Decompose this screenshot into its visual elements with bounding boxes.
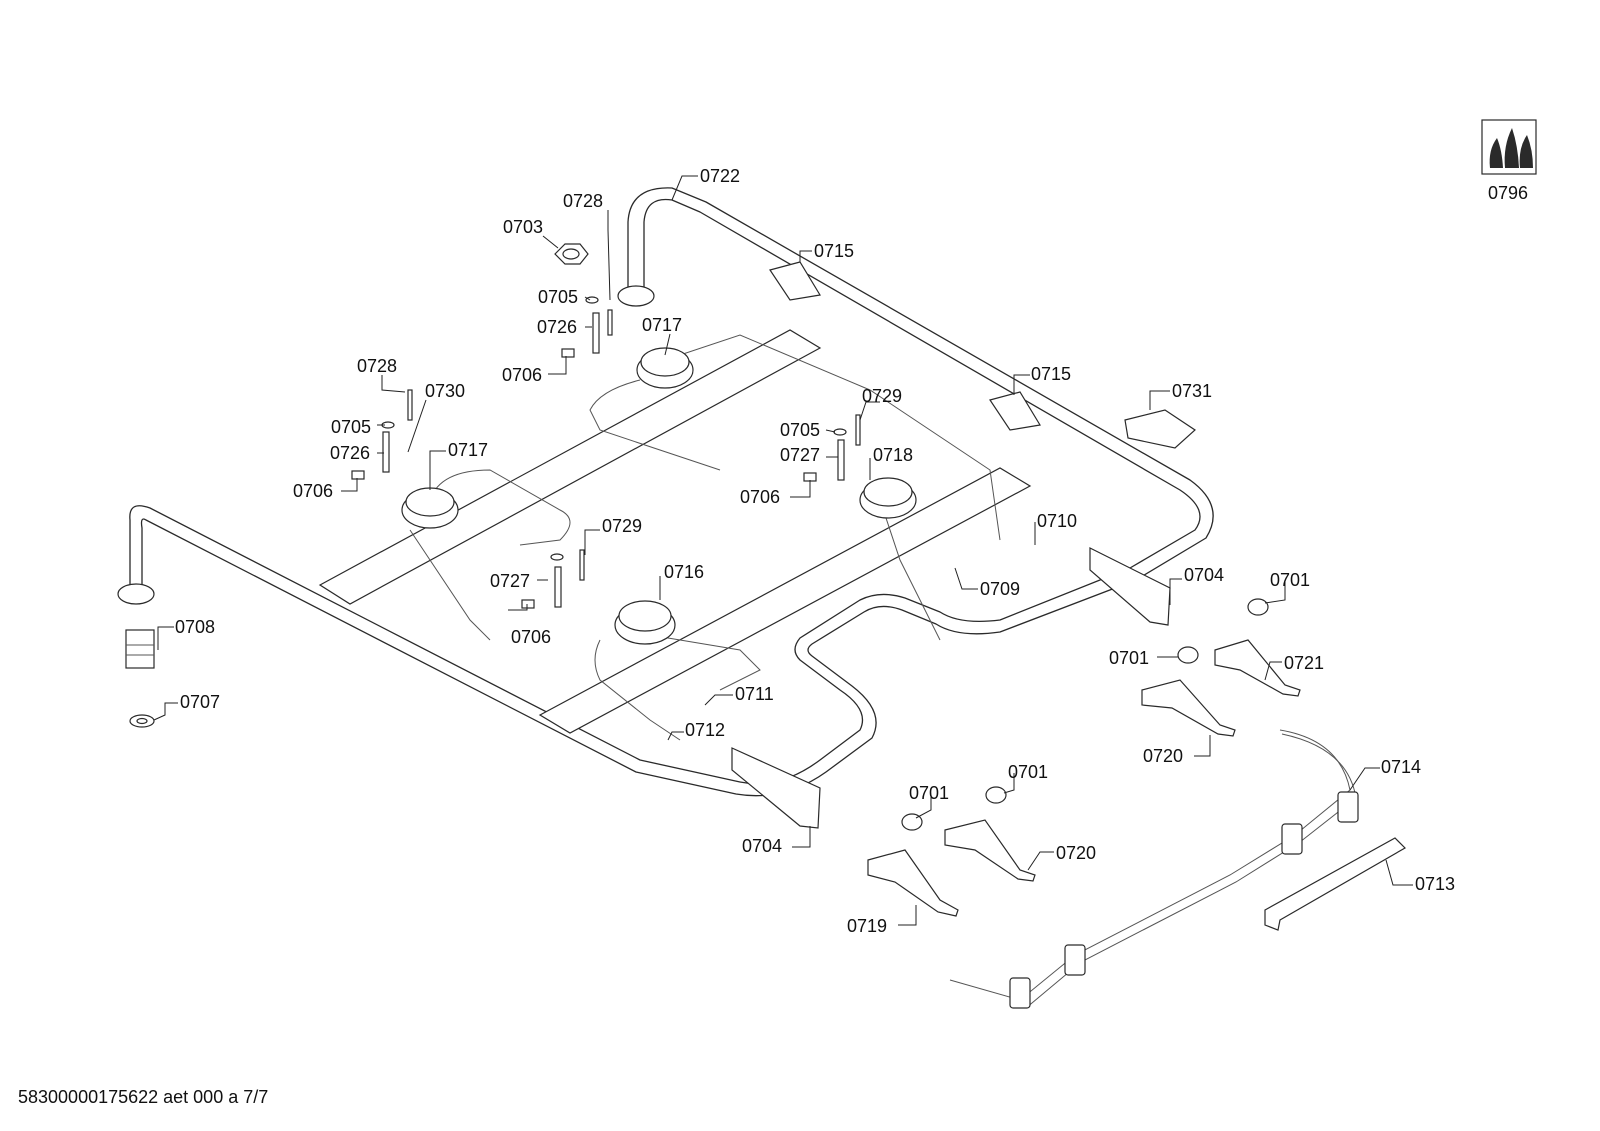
callout-0718: 0718 xyxy=(873,445,913,465)
callout-0729: 0729 xyxy=(862,386,902,406)
gas-icon-label: 0796 xyxy=(1488,183,1528,203)
callout-0726: 0726 xyxy=(330,443,370,463)
rail-strip-0713 xyxy=(1264,837,1406,931)
burner-cup-0718 xyxy=(859,477,917,519)
callout-0710: 0710 xyxy=(1037,511,1077,531)
callout-0708: 0708 xyxy=(175,617,215,637)
callout-0701: 0701 xyxy=(1270,570,1310,590)
callout-0701: 0701 xyxy=(1109,648,1149,668)
callout-0716: 0716 xyxy=(664,562,704,582)
callout-0717: 0717 xyxy=(448,440,488,460)
callout-0728: 0728 xyxy=(357,356,397,376)
callout-0715: 0715 xyxy=(814,241,854,261)
washers-0705 xyxy=(381,296,847,561)
callout-0720: 0720 xyxy=(1056,843,1096,863)
nut-0703 xyxy=(554,243,589,265)
callout-0720: 0720 xyxy=(1143,746,1183,766)
ignition-electrodes xyxy=(382,309,861,608)
ignition-harness-0714 xyxy=(949,729,1359,1009)
callout-0721: 0721 xyxy=(1284,653,1324,673)
clips-0706 xyxy=(351,348,817,609)
callout-0706: 0706 xyxy=(740,487,780,507)
callout-0727: 0727 xyxy=(490,571,530,591)
callout-0704: 0704 xyxy=(1184,565,1224,585)
callout-0719: 0719 xyxy=(847,916,887,936)
document-code: 58300000175622 aet 000 a 7/7 xyxy=(18,1087,269,1107)
callout-0727: 0727 xyxy=(780,445,820,465)
callout-0707: 0707 xyxy=(180,692,220,712)
burner-cup-0716 xyxy=(614,600,676,645)
callout-labels: 0722 0728 0703 0715 0705 0726 0717 0706 … xyxy=(175,166,1455,936)
connector-0731 xyxy=(1124,409,1196,449)
callout-0705: 0705 xyxy=(331,417,371,437)
thermocouple-wires xyxy=(409,334,1001,741)
fitting-0708 xyxy=(125,629,155,669)
callout-0722: 0722 xyxy=(700,166,740,186)
callout-0730: 0730 xyxy=(425,381,465,401)
callout-0731: 0731 xyxy=(1172,381,1212,401)
gas-pipe-0722 xyxy=(117,187,1214,797)
callout-0705: 0705 xyxy=(538,287,578,307)
callout-0714: 0714 xyxy=(1381,757,1421,777)
callout-0709: 0709 xyxy=(980,579,1020,599)
callout-0706: 0706 xyxy=(502,365,542,385)
valve-knobs-0701 xyxy=(901,598,1269,831)
callout-0729: 0729 xyxy=(602,516,642,536)
gasket-0707 xyxy=(129,714,155,728)
callout-0713: 0713 xyxy=(1415,874,1455,894)
callout-0711: 0711 xyxy=(735,684,774,704)
callout-0728: 0728 xyxy=(563,191,603,211)
callout-0701: 0701 xyxy=(1008,762,1048,782)
callout-0717: 0717 xyxy=(642,315,682,335)
callout-0704: 0704 xyxy=(742,836,782,856)
callout-0705: 0705 xyxy=(780,420,820,440)
gas-valves xyxy=(867,639,1301,917)
callout-0706: 0706 xyxy=(293,481,333,501)
callout-0726: 0726 xyxy=(537,317,577,337)
gas-flame-icon xyxy=(1481,119,1537,175)
callout-0706: 0706 xyxy=(511,627,551,647)
burner-cup-0717-top xyxy=(636,347,694,389)
callout-0701: 0701 xyxy=(909,783,949,803)
callout-0715: 0715 xyxy=(1031,364,1071,384)
burner-rails xyxy=(318,261,1041,734)
brackets-0704 xyxy=(731,547,1171,829)
callout-0703: 0703 xyxy=(503,217,543,237)
burner-cup-0717-left xyxy=(401,487,459,529)
leader-lines xyxy=(153,175,1413,926)
callout-0712: 0712 xyxy=(685,720,725,740)
